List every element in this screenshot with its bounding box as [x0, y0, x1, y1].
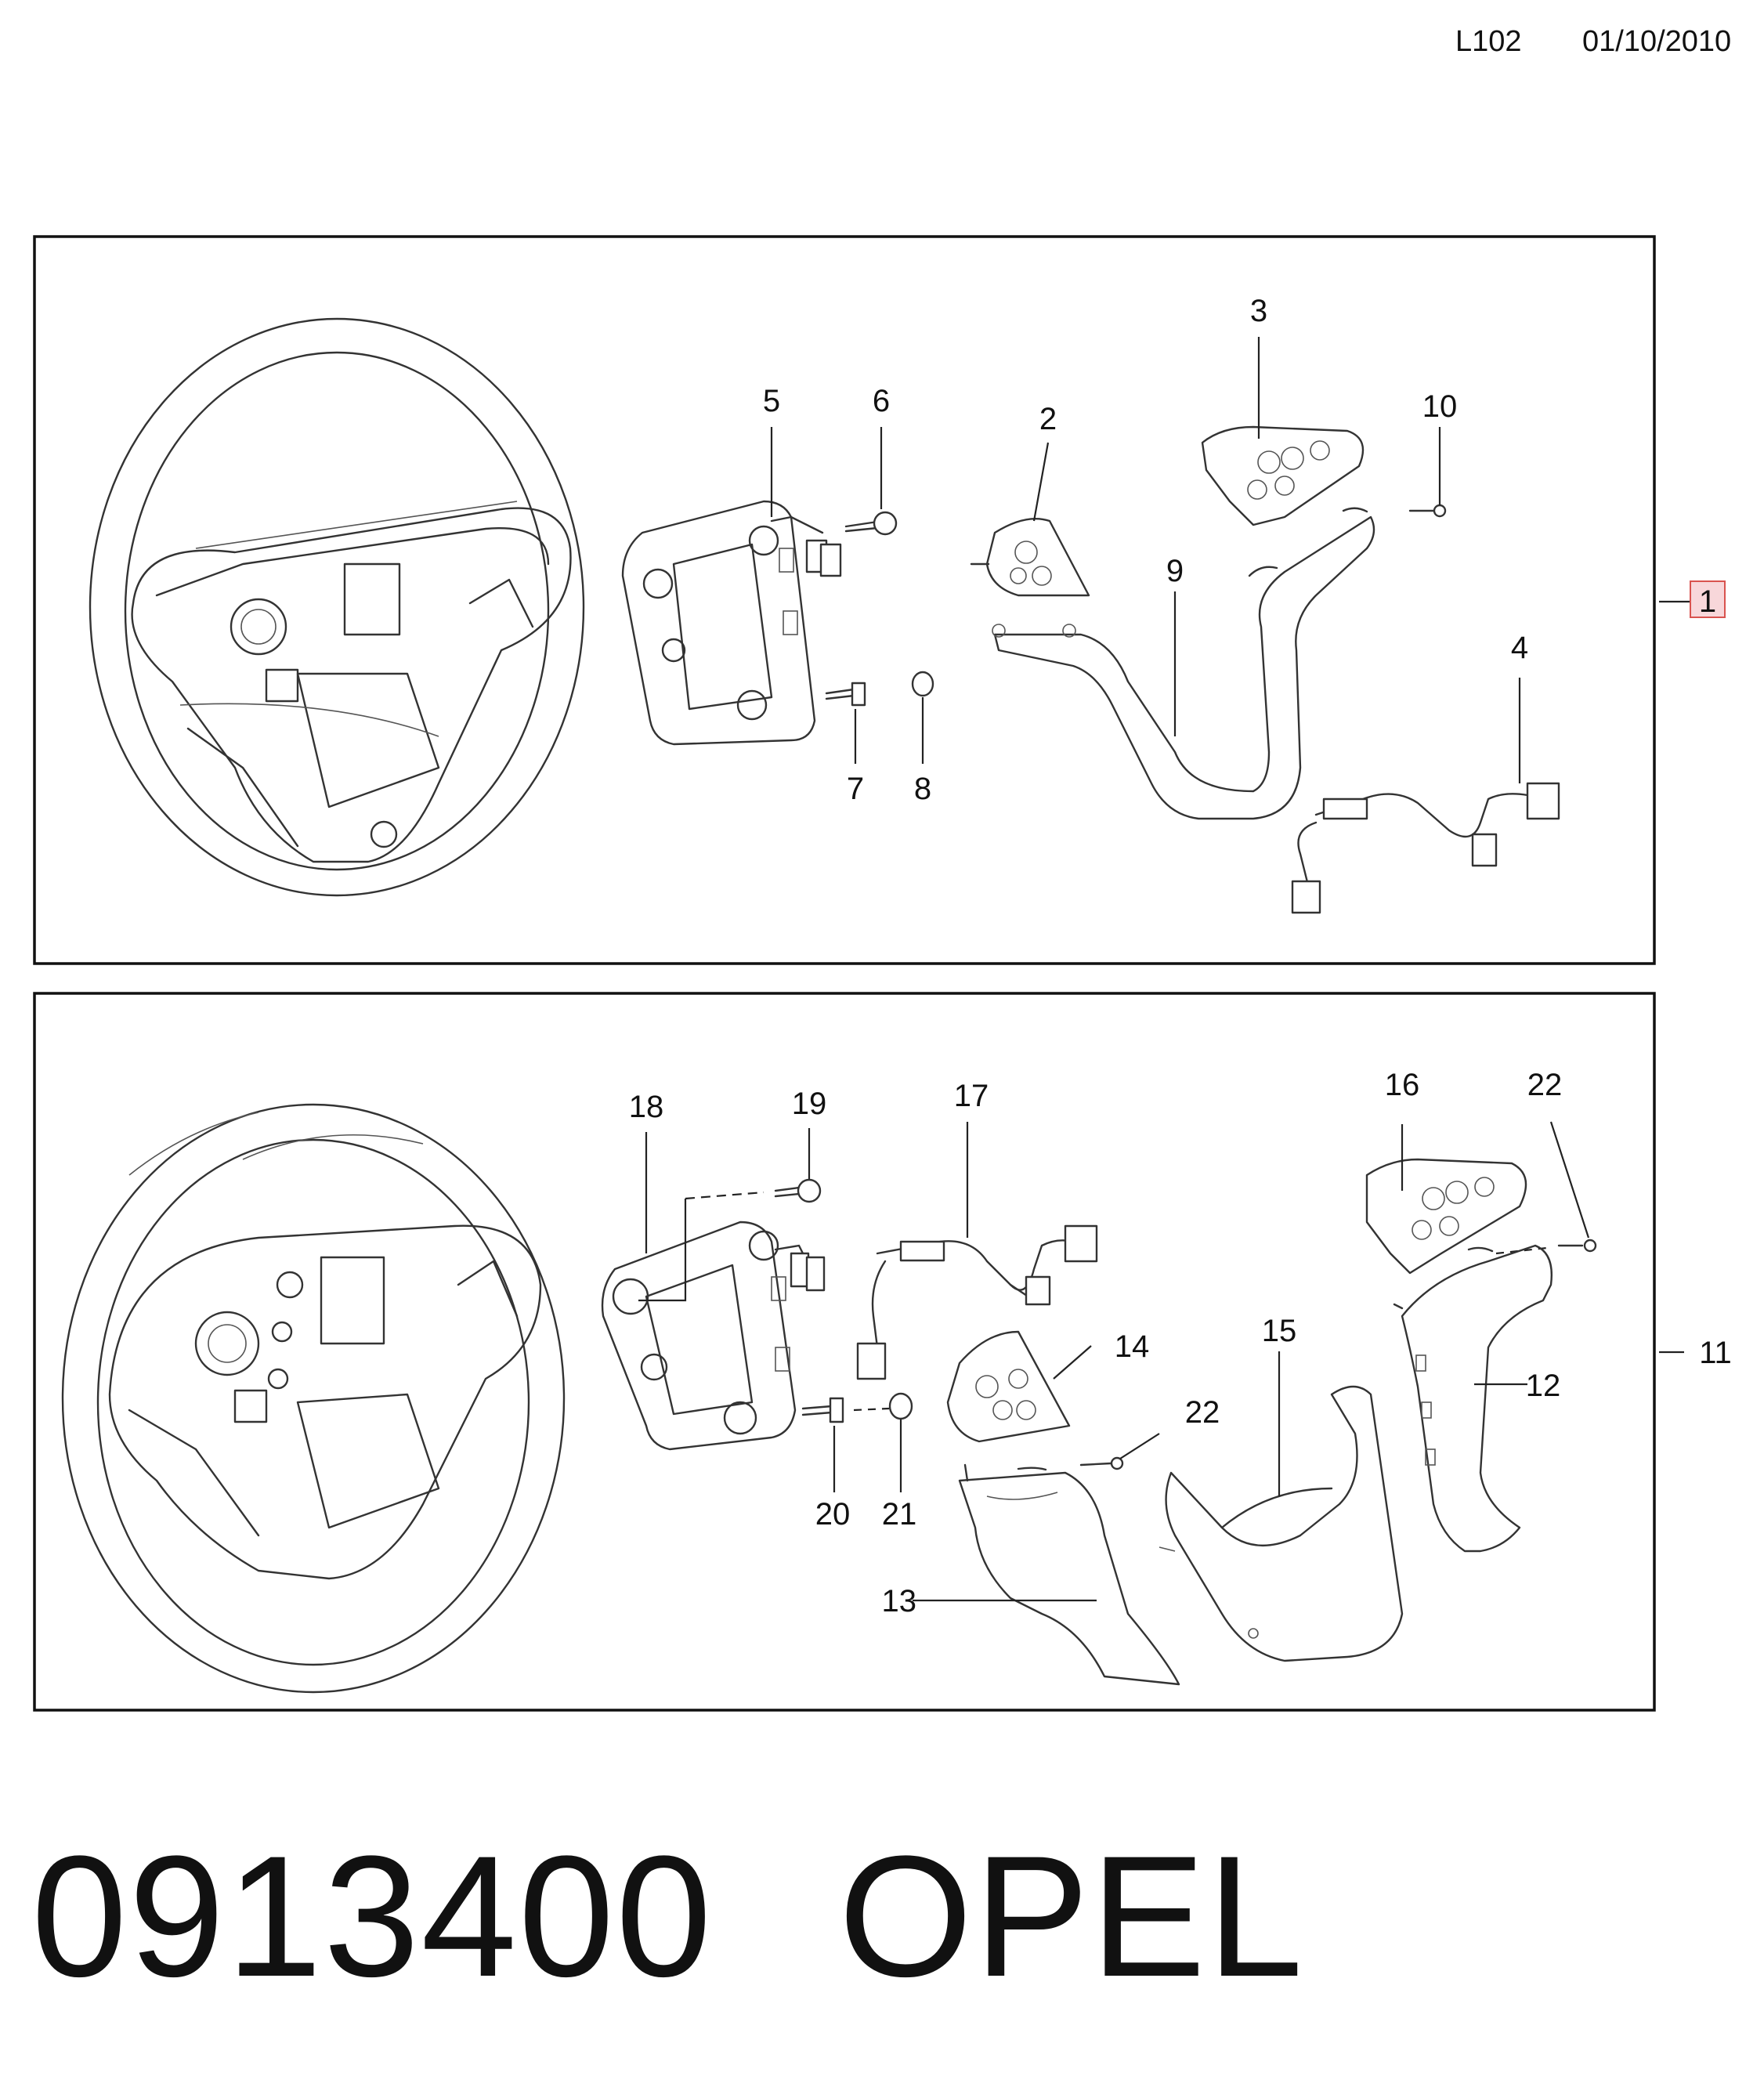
screw-22-right: [1467, 1239, 1597, 1255]
switch-14: [946, 1330, 1071, 1443]
callout-5: 5: [763, 384, 780, 418]
switch-3: [1201, 425, 1365, 526]
callout-6: 6: [873, 384, 890, 418]
callout-22-right: 22: [1527, 1068, 1563, 1102]
wiring-harness-4: [1291, 782, 1560, 914]
callout-9: 9: [1166, 554, 1184, 588]
screw-6: [844, 511, 898, 536]
screw-20: [801, 1397, 890, 1423]
callout-8: 8: [914, 772, 931, 806]
callout-11: 11: [1699, 1336, 1732, 1370]
connector-5: [770, 515, 842, 577]
callout-21: 21: [882, 1497, 917, 1532]
part-number: 0913400: [31, 1820, 714, 2013]
callout-18: 18: [629, 1090, 664, 1124]
nut-8: [911, 671, 934, 697]
callout-10: 10: [1422, 389, 1458, 424]
callout-12: 12: [1526, 1369, 1561, 1403]
trim-cover-13: [958, 1463, 1180, 1686]
connector-18: [774, 1244, 826, 1292]
screw-10: [1342, 504, 1447, 518]
switch-bezel-5: [621, 500, 816, 746]
assembly-panel-2: [33, 992, 1656, 1712]
steering-wheel-1: [89, 317, 585, 897]
switch-bezel-18: [601, 1221, 797, 1451]
callout-16: 16: [1385, 1068, 1420, 1102]
diagram-date: 01/10/2010: [1582, 25, 1732, 58]
vehicle-make: OPEL: [838, 1820, 1305, 2013]
callout-19: 19: [792, 1087, 827, 1121]
trim-cover-9: [992, 515, 1375, 820]
nut-21: [888, 1392, 913, 1420]
assembly-panel-1: [33, 235, 1656, 965]
trim-cover-15: [1159, 1385, 1404, 1662]
callout-2: 2: [1039, 402, 1057, 436]
screw-22-center: [1017, 1456, 1124, 1471]
callout-1-box: [1690, 580, 1726, 618]
switch-16: [1365, 1158, 1527, 1275]
callout-1: 1: [1699, 584, 1716, 619]
callout-7: 7: [847, 772, 864, 806]
trim-cover-12: [1393, 1244, 1553, 1553]
footer: 0913400 OPEL: [31, 1817, 1304, 2016]
screw-7: [825, 682, 866, 707]
wiring-harness-17: [856, 1224, 1098, 1380]
callout-13: 13: [882, 1584, 917, 1618]
callout-4: 4: [1511, 631, 1528, 665]
callout-17: 17: [954, 1079, 989, 1113]
callout-20: 20: [815, 1497, 851, 1532]
callout-22-center: 22: [1185, 1395, 1220, 1430]
switch-2: [970, 518, 1090, 597]
callout-14: 14: [1115, 1329, 1150, 1364]
callout-3: 3: [1250, 294, 1267, 328]
diagram-code: L102: [1455, 25, 1522, 58]
steering-wheel-2: [61, 1103, 566, 1694]
screw-19: [638, 1178, 822, 1302]
callout-15: 15: [1262, 1314, 1297, 1348]
